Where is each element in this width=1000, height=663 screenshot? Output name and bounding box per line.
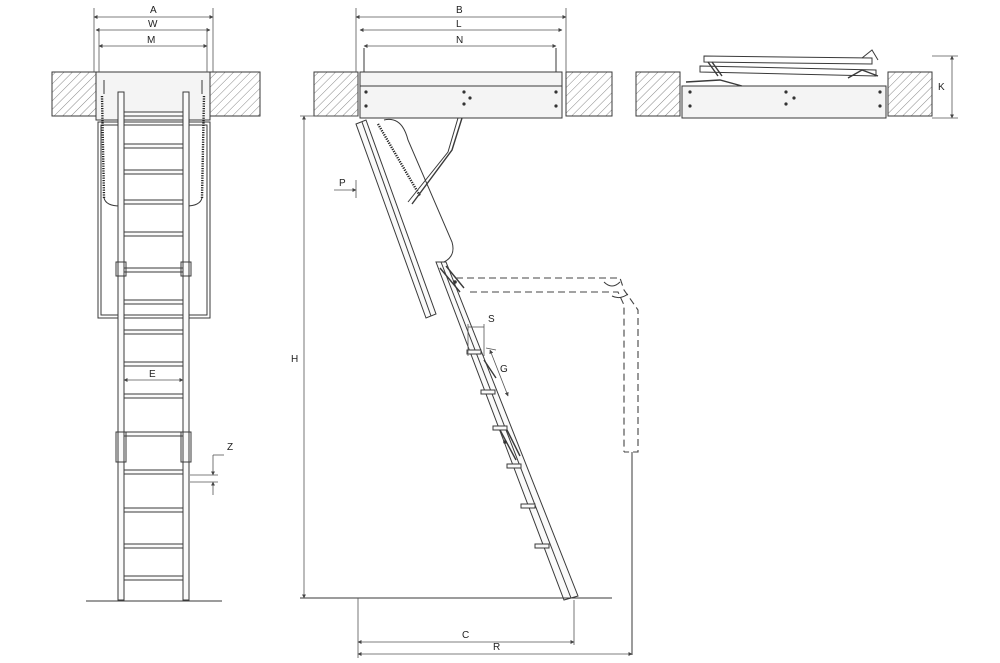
dimension-label-r: R: [493, 642, 500, 653]
dimension-label-c: C: [462, 630, 469, 641]
front-rung: [123, 299, 184, 305]
side-rung: [520, 503, 536, 509]
side-rung: [506, 463, 522, 469]
side-view: B L N P H S G C R: [291, 5, 639, 658]
folded-ladder-sections: [703, 55, 873, 65]
front-ceiling-wall-right: [209, 71, 261, 117]
front-spring-right: [200, 95, 206, 199]
dimension-label-s: S: [488, 314, 495, 325]
front-rung: [123, 143, 184, 149]
side-rung: [466, 349, 482, 355]
front-ladder-stile-right: [182, 91, 190, 601]
dimension-label-z: Z: [227, 442, 233, 453]
side-rung: [534, 543, 550, 549]
dimension-label-n: N: [456, 35, 463, 46]
side-spring: [376, 123, 422, 197]
dimension-label-l: L: [456, 19, 462, 30]
dimension-label-g: G: [500, 364, 508, 375]
front-trap-door-panel: [97, 121, 211, 319]
front-rung: [123, 431, 184, 437]
front-rung: [123, 267, 184, 273]
front-rung: [123, 231, 184, 237]
folded-ceiling-wall-left: [635, 71, 681, 117]
folded-hatch-frame: [681, 85, 887, 119]
front-ladder-rungs: [123, 111, 184, 581]
side-ceiling-wall-right: [565, 71, 613, 117]
side-hatch-frame: [359, 71, 563, 119]
folded-view: K: [635, 49, 958, 119]
front-rung: [123, 507, 184, 513]
front-spring-left: [100, 95, 106, 199]
front-rung: [123, 575, 184, 581]
front-rung: [123, 361, 184, 367]
front-rung: [123, 329, 184, 335]
dimension-label-k: K: [938, 82, 945, 93]
front-rung: [123, 469, 184, 475]
dimension-label-m: M: [147, 35, 155, 46]
side-rung: [492, 425, 508, 431]
front-ladder-stile-left: [117, 91, 125, 601]
dimension-label-w: W: [148, 19, 158, 30]
folded-ceiling-wall-right: [887, 71, 933, 117]
front-rung: [123, 393, 184, 399]
dimension-label-a: A: [150, 5, 157, 16]
front-rung: [123, 111, 184, 117]
front-view: A W M E Z: [51, 5, 261, 602]
dimension-label-e: E: [149, 369, 156, 380]
front-ceiling-wall-left: [51, 71, 97, 117]
side-swing-envelope: [456, 277, 639, 453]
front-rung: [123, 543, 184, 549]
side-rung: [480, 389, 496, 395]
dimension-label-h: H: [291, 354, 298, 365]
front-rung: [123, 169, 184, 175]
side-ceiling-wall-left: [313, 71, 359, 117]
dimension-label-b: B: [456, 5, 463, 16]
front-rung: [123, 199, 184, 205]
dimension-label-p: P: [339, 178, 346, 189]
